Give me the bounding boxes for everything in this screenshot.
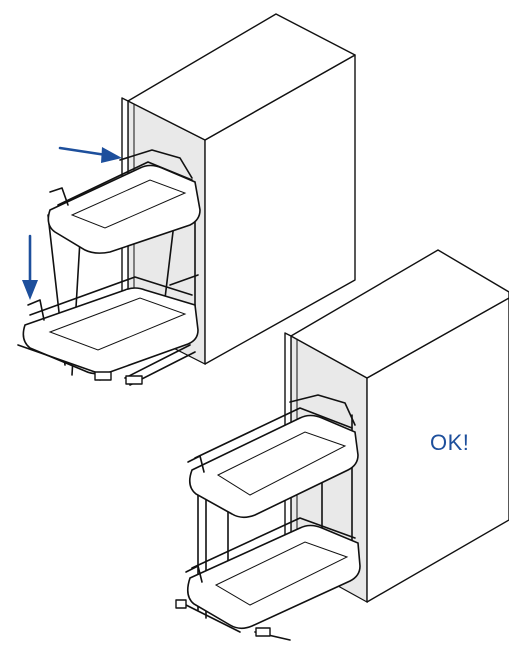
incorrect-installation-panel bbox=[17, 13, 356, 386]
basket-top-lower-tray-inner bbox=[48, 297, 187, 351]
basket-top-runner-clip bbox=[94, 371, 112, 381]
basket-bottom-upper-tray-inner bbox=[216, 431, 347, 496]
basket-top-upper-tray-inner bbox=[70, 179, 187, 229]
basket-top-upper-rail bbox=[57, 161, 193, 206]
basket-top-rear-rail bbox=[169, 274, 199, 286]
basket-top-runner-clip bbox=[125, 375, 143, 385]
cabinet-bottom-roof bbox=[290, 249, 509, 379]
cabinet-top-roof bbox=[127, 13, 356, 141]
basket-top-upper-tray bbox=[47, 164, 201, 254]
basket-top-lower-rail bbox=[29, 276, 193, 316]
correct-installation-panel bbox=[175, 249, 509, 641]
basket-top-lower-rail bbox=[27, 299, 45, 321]
basket-bottom-runner-clip bbox=[175, 599, 187, 609]
basket-bottom-lower-tray bbox=[186, 524, 361, 630]
basket-bottom-upper-rail bbox=[289, 394, 356, 426]
basket-bottom-upper-tray bbox=[188, 414, 359, 519]
basket-top-upper-rail bbox=[49, 187, 69, 206]
ok-status-label: OK! bbox=[430, 430, 470, 455]
basket-bottom-upper-rail bbox=[194, 407, 353, 459]
basket-bottom-lower-rail bbox=[185, 565, 203, 583]
basket-bottom-runner-clip bbox=[255, 627, 271, 637]
basket-bottom-lower-tray-inner bbox=[214, 541, 349, 606]
basket-top-upper-rail bbox=[119, 149, 193, 179]
basket-bottom-runner bbox=[179, 601, 241, 633]
basket-top-runner bbox=[124, 344, 191, 379]
push-arrow bbox=[58, 146, 122, 163]
basket-bottom bbox=[175, 394, 361, 641]
basket-top bbox=[17, 149, 201, 386]
down-arrow bbox=[22, 234, 38, 300]
basket-top-lower-tray bbox=[22, 287, 199, 375]
basket-bottom-lower-rail bbox=[191, 517, 356, 569]
basket-bottom-upper-rail bbox=[187, 455, 205, 473]
